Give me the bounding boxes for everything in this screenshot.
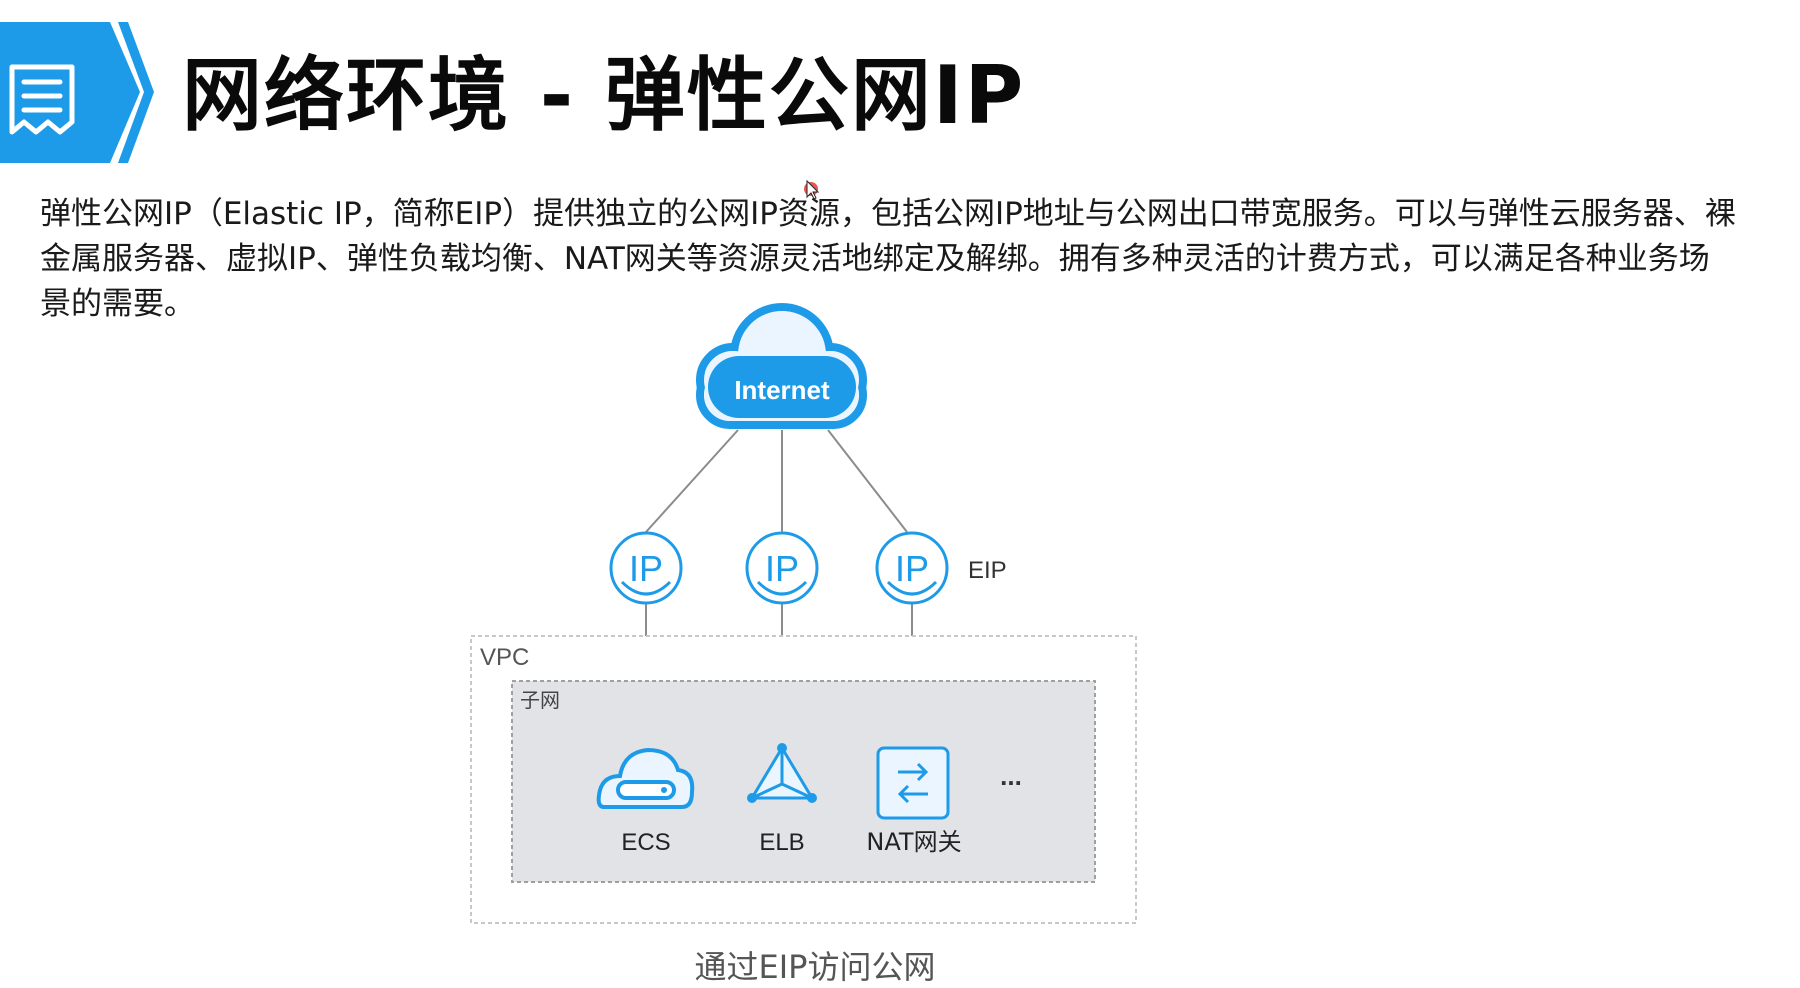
- cloud-to-ip-right-line: [827, 429, 908, 533]
- ip-icon-right: IP: [875, 531, 949, 605]
- page-title: 网络环境 - 弹性公网IP: [182, 49, 1026, 142]
- more-resources-ellipsis: ...: [1000, 761, 1022, 791]
- diagram-caption: 通过EIP访问公网: [694, 948, 936, 986]
- ecs-server-icon: [596, 747, 695, 809]
- internet-label: Internet: [734, 375, 830, 405]
- nat-gateway-icon: [876, 746, 950, 820]
- subnet-label: 子网: [520, 688, 560, 712]
- ip-glyph: IP: [765, 548, 799, 589]
- ecs-label: ECS: [621, 829, 670, 856]
- mouse-cursor-icon: [804, 179, 820, 200]
- cloud-to-ip-left-line: [645, 429, 739, 533]
- ip-glyph: IP: [895, 548, 929, 589]
- elb-load-balancer-icon: [747, 743, 817, 803]
- ip-glyph: IP: [629, 548, 663, 589]
- internet-cloud-icon: Internet: [696, 303, 867, 429]
- ip-icon-left: IP: [609, 531, 683, 605]
- description-text: 弹性公网IP（Elastic IP，简称EIP）提供独立的公网IP资源，包括公网…: [40, 196, 1736, 322]
- eip-label: EIP: [968, 557, 1007, 584]
- document-icon: [9, 64, 75, 135]
- nat-gateway-label: NAT网关: [866, 828, 961, 856]
- title-banner: [0, 22, 154, 163]
- vpc-label: VPC: [480, 644, 529, 671]
- elb-label: ELB: [759, 829, 804, 856]
- ip-icon-center: IP: [745, 531, 819, 605]
